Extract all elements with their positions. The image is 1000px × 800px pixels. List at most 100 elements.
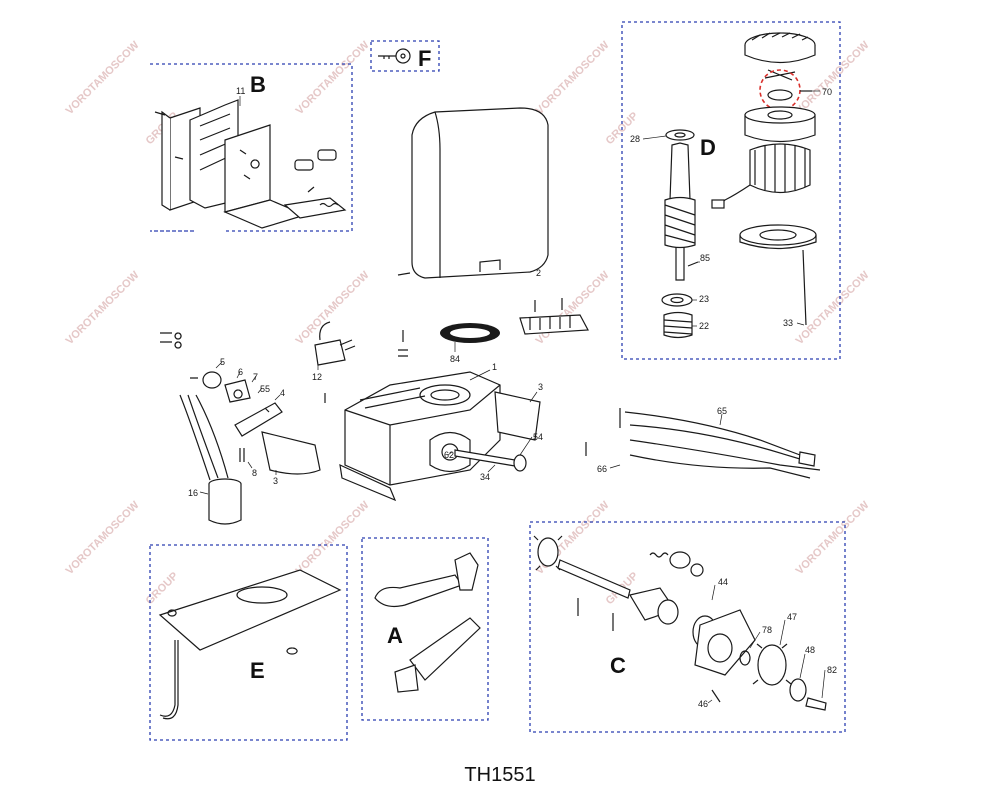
part-number-5: 5 [220, 357, 225, 367]
part-number-6: 6 [238, 367, 243, 377]
watermark: VOROTAMOSCOW [294, 269, 372, 347]
part-number-23: 23 [699, 294, 709, 304]
group-box-e [149, 544, 348, 741]
group-label-d: D [700, 135, 716, 160]
watermark-text: VOROTAMOSCOW [294, 39, 372, 117]
part-number-7: 7 [253, 372, 258, 382]
group-box-b [150, 63, 353, 232]
leader-line [236, 371, 241, 379]
part-number-46: 46 [698, 699, 708, 709]
leader-line [251, 375, 257, 383]
part-number-54: 54 [533, 432, 543, 442]
group-box-f [370, 40, 440, 72]
part-number-47: 47 [787, 612, 797, 622]
leader-line [529, 391, 538, 403]
key-icon [378, 48, 411, 64]
release-lever-assembly [202, 371, 321, 475]
watermark: VOROTAMOSCOW [294, 39, 372, 117]
gear-shaft-assembly [533, 535, 827, 711]
wiring-harness [585, 408, 821, 479]
part-number-84: 84 [450, 354, 460, 364]
part-number-3: 3 [273, 476, 278, 486]
part-number-22: 22 [699, 321, 709, 331]
leader-line [707, 699, 713, 704]
part-number-4: 4 [280, 388, 285, 398]
group-label-e: E [250, 658, 265, 683]
group-box-c [529, 521, 846, 733]
gasket-ring [440, 323, 500, 343]
part-number-28: 28 [630, 134, 640, 144]
part-number-34: 34 [480, 472, 490, 482]
motor-assembly [661, 32, 817, 339]
part-number-12: 12 [312, 372, 322, 382]
watermark-text: GROUP [144, 570, 181, 607]
part-number-33: 33 [783, 318, 793, 328]
part-number-1: 1 [492, 362, 497, 372]
diagram-code: TH1551 [464, 764, 535, 786]
leader-line [247, 461, 253, 469]
watermark: VOROTAMOSCOW [64, 499, 142, 577]
part-number-16: 16 [188, 488, 198, 498]
gearbox-housing [339, 371, 541, 502]
release-lever-set [374, 552, 481, 693]
watermark: VOROTAMOSCOW [534, 39, 612, 117]
terminal-strip [519, 298, 589, 335]
capacitor [179, 377, 242, 525]
leader-line [719, 413, 723, 426]
watermark-text: VOROTAMOSCOW [534, 39, 612, 117]
leader-line [487, 464, 496, 473]
screw-set [160, 332, 182, 349]
leader-line [799, 653, 806, 679]
leader-line [274, 394, 281, 401]
watermark: VOROTAMOSCOW [294, 499, 372, 577]
leader-line [469, 369, 491, 381]
watermark: GROUP [144, 570, 181, 607]
leader-line [609, 464, 621, 469]
watermark-text: VOROTAMOSCOW [534, 269, 612, 347]
leader-line [749, 631, 761, 649]
group-label-a: A [387, 623, 403, 648]
housing-cover [397, 107, 549, 279]
leader-line [711, 584, 716, 601]
control-box-assembly [154, 99, 347, 229]
part-number-3: 3 [538, 382, 543, 392]
watermark-text: VOROTAMOSCOW [294, 499, 372, 577]
leader-line [447, 451, 453, 456]
output-shaft [454, 449, 527, 472]
watermark: VOROTAMOSCOW [534, 269, 612, 347]
group-label-b: B [250, 72, 266, 97]
part-number-8: 8 [252, 468, 257, 478]
leader-line [199, 491, 209, 495]
leader-line [642, 135, 667, 140]
leader-line [821, 669, 826, 699]
leader-line [796, 322, 805, 326]
watermark-text: VOROTAMOSCOW [794, 499, 872, 577]
part-number-11: 11 [236, 86, 245, 96]
group-label-f: F [418, 46, 431, 71]
limit-switch [314, 321, 356, 366]
part-number-55: 55 [260, 384, 270, 394]
part-number-65: 65 [717, 406, 727, 416]
part-number-48: 48 [805, 645, 815, 655]
part-number-78: 78 [762, 625, 772, 635]
group-label-c: C [610, 653, 626, 678]
screw-set [398, 330, 408, 357]
part-number-66: 66 [597, 464, 607, 474]
leader-line [215, 361, 223, 369]
group-box-a [361, 537, 489, 721]
watermark-text: VOROTAMOSCOW [294, 269, 372, 347]
watermark: VOROTAMOSCOW [64, 39, 142, 117]
part-number-44: 44 [718, 577, 728, 587]
part-number-85: 85 [700, 253, 710, 263]
part-number-82: 82 [827, 665, 837, 675]
watermark: VOROTAMOSCOW [794, 499, 872, 577]
watermark-text: VOROTAMOSCOW [64, 39, 142, 117]
group-box-d [621, 21, 841, 360]
part-number-70: 70 [822, 87, 832, 97]
watermark: VOROTAMOSCOW [64, 269, 142, 347]
leader-line [779, 619, 786, 646]
leader-line [519, 436, 533, 456]
leader-line [257, 387, 263, 394]
